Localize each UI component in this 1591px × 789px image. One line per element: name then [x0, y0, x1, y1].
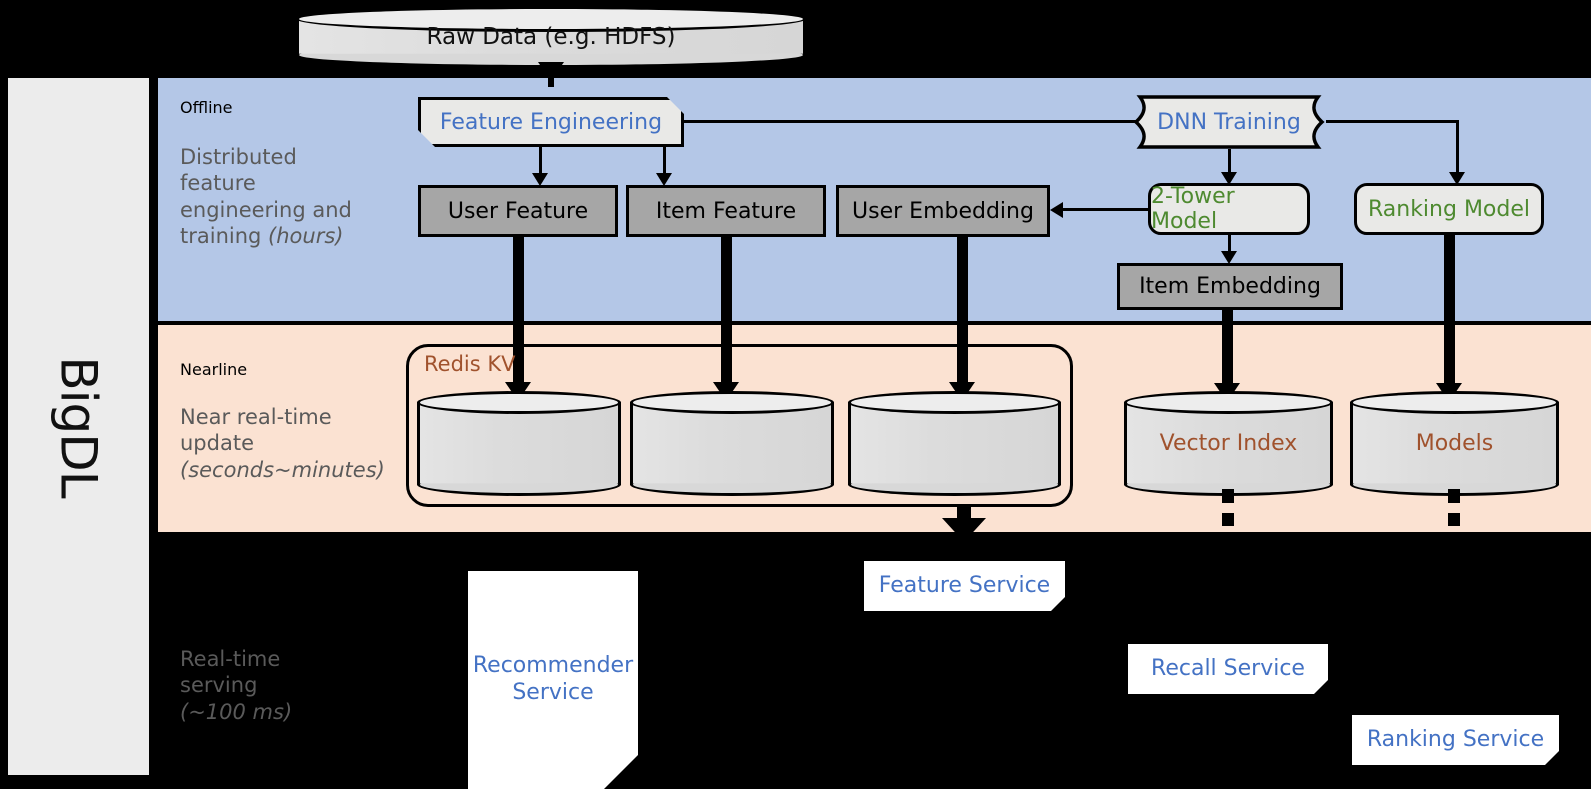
- conn-dnn-2tower: [1228, 149, 1231, 177]
- conn-dnn-ranking-h: [1326, 120, 1459, 123]
- recommender-service-node[interactable]: Recommender Service: [468, 571, 638, 789]
- redis-store-1-top: [417, 391, 621, 414]
- feature-service-node[interactable]: Feature Service: [864, 561, 1065, 611]
- nearline-subtitle: Near real-time update (seconds~minutes): [180, 404, 410, 483]
- item-embedding-label: Item Embedding: [1139, 274, 1321, 299]
- conn-models-ranking-stub1: [1448, 489, 1460, 503]
- redis-store-1-body: [417, 402, 621, 485]
- conn-2tower-itememb: [1228, 235, 1231, 261]
- offline-subtitle-l1: Distributed: [180, 145, 297, 169]
- offline-title: Offline: [180, 98, 233, 117]
- recall-service-node[interactable]: Recall Service: [1128, 644, 1328, 694]
- item-feature-label: Item Feature: [655, 198, 797, 224]
- redis-store-2-top: [630, 391, 834, 414]
- redis-store-2-body: [630, 402, 834, 485]
- models-cylinder[interactable]: Models: [1350, 391, 1559, 496]
- arrowhead-dnn-ranking: [1449, 172, 1465, 185]
- models-label: Models: [1415, 431, 1494, 456]
- recommender-service-label-l2: Service: [512, 680, 594, 705]
- conn-itememb-vectorindex: [1222, 310, 1233, 390]
- conn-vectorindex-recall-stub2: [1222, 513, 1234, 526]
- bigdl-rail: BigDL: [8, 78, 149, 775]
- raw-data-top-ellipse: [296, 6, 806, 32]
- online-subtitle-l1: Real-time: [180, 647, 281, 671]
- conn-models-ranking-stub2: [1448, 513, 1460, 526]
- user-feature-label: User Feature: [447, 198, 589, 224]
- offline-subtitle-l2: feature: [180, 171, 256, 196]
- online-title: Online: [180, 600, 232, 619]
- arrowhead-2tower-itememb: [1221, 251, 1237, 264]
- conn-fe-itemfeature: [663, 147, 666, 177]
- feature-engineering-label: Feature Engineering: [439, 109, 663, 135]
- models-body: [1350, 402, 1559, 485]
- recommender-service-label: Recommender Service: [473, 653, 633, 707]
- redis-store-3[interactable]: [848, 391, 1061, 496]
- conn-redis-featureservice-stub: [957, 506, 971, 520]
- offline-subtitle-l3: engineering and: [180, 197, 352, 222]
- conn-itemfeature-store2: [721, 237, 732, 389]
- conn-fe-userfeature: [539, 147, 542, 177]
- vector-index-cylinder[interactable]: Vector Index: [1124, 391, 1333, 496]
- feature-service-label: Feature Service: [878, 572, 1051, 598]
- redis-store-2[interactable]: [630, 391, 834, 496]
- two-tower-model-node[interactable]: 2-Tower Model: [1148, 183, 1310, 235]
- redis-kv-label: Redis KV: [424, 352, 516, 376]
- online-subtitle: Real-time serving (~100 ms): [180, 646, 395, 725]
- offline-subtitle: Distributed feature engineering and trai…: [180, 144, 395, 250]
- online-subtitle-l2: serving: [180, 673, 258, 698]
- ranking-model-label: Ranking Model: [1367, 196, 1531, 222]
- arrowhead-dnn-2tower: [1221, 172, 1237, 185]
- conn-rankingmodel-models: [1444, 235, 1455, 390]
- dnn-training-label: DNN Training: [1157, 109, 1301, 135]
- arrowhead-2tower-userembedding: [1050, 202, 1063, 218]
- two-tower-model-label: 2-Tower Model: [1151, 184, 1235, 234]
- recall-service-label: Recall Service: [1151, 655, 1305, 681]
- conn-userfeature-store1: [513, 237, 524, 389]
- user-embedding-node[interactable]: User Embedding: [836, 185, 1050, 237]
- user-feature-node[interactable]: User Feature: [418, 185, 618, 237]
- conn-userembedding-store3: [957, 237, 968, 389]
- ranking-model-node[interactable]: Ranking Model: [1354, 183, 1544, 235]
- bigdl-logo-label: BigDL: [49, 355, 108, 498]
- item-feature-node[interactable]: Item Feature: [626, 185, 826, 237]
- user-embedding-label: User Embedding: [852, 198, 1034, 224]
- offline-subtitle-italic: (hours): [268, 224, 344, 249]
- redis-store-1[interactable]: [417, 391, 621, 496]
- vector-index-body: [1124, 402, 1333, 485]
- conn-dnn-ranking-v: [1456, 120, 1459, 177]
- online-subtitle-italic: (~100 ms): [180, 699, 293, 724]
- conn-vectorindex-recall-stub1: [1222, 489, 1234, 503]
- recommender-service-label-l1: Recommender: [472, 653, 634, 679]
- arrowhead-rawdata-fe: [538, 62, 564, 81]
- conn-fe-dnn: [684, 120, 1149, 123]
- raw-data-label: Raw Data (e.g. HDFS): [426, 24, 676, 50]
- redis-store-3-label: [848, 391, 1061, 496]
- conn-2tower-userembedding: [1063, 208, 1151, 211]
- nearline-subtitle-l2: update: [180, 431, 254, 456]
- vector-index-top: [1124, 391, 1333, 414]
- raw-data-cylinder: Raw Data (e.g. HDFS): [296, 6, 806, 68]
- ranking-service-node[interactable]: Ranking Service: [1352, 715, 1559, 765]
- models-top: [1350, 391, 1559, 414]
- nearline-subtitle-l1: Near real-time: [180, 405, 332, 429]
- ranking-service-label: Ranking Service: [1366, 726, 1545, 752]
- arrowhead-fe-itemfeature: [656, 173, 672, 186]
- arrowhead-redis-featureservice: [942, 518, 986, 542]
- feature-engineering-node[interactable]: Feature Engineering: [418, 97, 684, 147]
- nearline-subtitle-italic: (seconds~minutes): [180, 457, 385, 482]
- nearline-title: Nearline: [180, 360, 248, 379]
- redis-store-2-label: [630, 391, 834, 496]
- item-embedding-node[interactable]: Item Embedding: [1117, 263, 1343, 310]
- redis-store-1-label: [417, 391, 621, 496]
- redis-store-3-top: [848, 391, 1061, 414]
- dnn-training-shape: [1133, 95, 1325, 149]
- offline-subtitle-l4: training: [180, 224, 269, 249]
- vector-index-label: Vector Index: [1159, 431, 1298, 456]
- redis-store-3-body: [848, 402, 1061, 485]
- dnn-training-node[interactable]: DNN Training: [1130, 95, 1328, 149]
- redis-kv-group: [406, 344, 1073, 507]
- arrowhead-fe-userfeature: [532, 173, 548, 186]
